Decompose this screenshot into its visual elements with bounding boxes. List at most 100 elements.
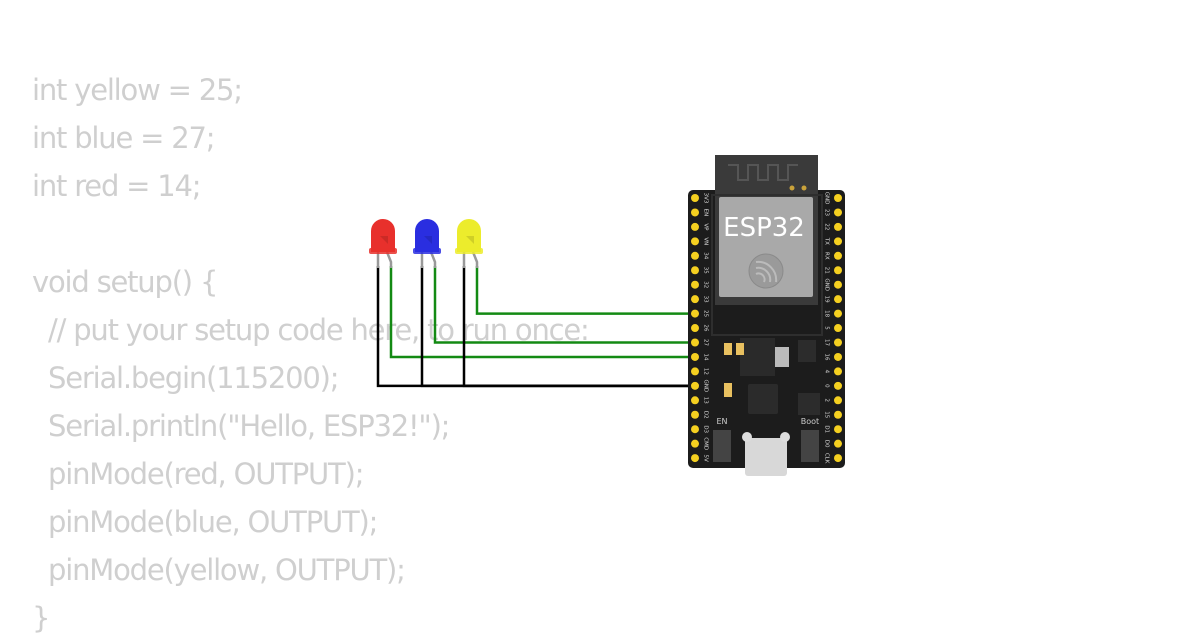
code-line: pinMode(blue, OUTPUT); [32,505,378,539]
pin-GND[interactable] [834,280,842,289]
pin-CMD[interactable] [691,439,699,448]
pin-13[interactable] [691,396,699,405]
pin-label: 18 [824,310,830,317]
pin-label: 3V3 [703,193,709,204]
pin-label: 16 [824,353,830,360]
pin-35[interactable] [691,266,699,275]
pin-TX[interactable] [834,237,842,246]
board-label: ESP32 [723,213,805,243]
pin-RX[interactable] [834,251,842,260]
pin-33[interactable] [691,295,699,304]
pin-label: 2 [824,399,830,403]
pin-label: RX [824,252,830,260]
en-button[interactable] [713,430,731,462]
leds [369,219,483,268]
pin-GND[interactable] [691,381,699,390]
wire-signal [389,266,695,359]
code-line: void setup() { [32,265,218,299]
usb-port [745,438,787,476]
led-red[interactable] [369,219,397,268]
pin-label: 0 [824,384,830,388]
pin-D3[interactable] [691,425,699,434]
pin-19[interactable] [834,295,842,304]
pin-label: 19 [824,296,830,303]
pin-label: 5 [824,326,830,330]
pin-label: EN [703,209,709,217]
wire-gnd [376,266,695,388]
pin-25[interactable] [691,309,699,318]
pin-label: 22 [824,223,830,230]
wires [376,266,695,388]
pin-18[interactable] [834,309,842,318]
pin-label: 4 [824,370,830,374]
pin-label: VN [703,237,709,245]
pin-26[interactable] [691,324,699,333]
pin-label: TX [824,237,830,245]
en-label: EN [716,417,727,426]
pin-VP[interactable] [691,222,699,231]
pin-label: 35 [703,267,709,274]
pin-label: D3 [703,425,709,433]
pin-label: 27 [703,339,709,346]
wire-gnd [462,266,695,388]
pin-17[interactable] [834,338,842,347]
pin-23[interactable] [834,208,842,217]
wire-signal [475,266,695,315]
pin-22[interactable] [834,222,842,231]
pin-label: 26 [703,325,709,332]
code-line: pinMode(red, OUTPUT); [32,457,364,491]
code-line: int red = 14; [32,169,202,203]
pin-EN[interactable] [691,208,699,217]
pin-label: CMD [703,437,709,450]
pin-label: 33 [703,296,709,303]
pin-D2[interactable] [691,410,699,419]
esp32-board[interactable]: ESP32 EN Boot 3V3ENVPVN34353233252627141… [688,155,845,476]
code-line: } [32,601,50,635]
pin-VN[interactable] [691,237,699,246]
code-line: int blue = 27; [32,121,216,155]
pin-label: 25 [703,310,709,317]
pin-2[interactable] [834,396,842,405]
code-line: Serial.println("Hello, ESP32!"); [32,409,450,443]
code-line: int yellow = 25; [32,73,243,107]
pin-D1[interactable] [834,425,842,434]
pin-label: 17 [824,339,830,346]
pin-5V[interactable] [691,454,699,463]
pin-5[interactable] [834,324,842,333]
pin-label: D1 [824,425,830,433]
pin-GND[interactable] [834,194,842,202]
code-line: pinMode(yellow, OUTPUT); [32,553,406,587]
pin-label: 21 [824,267,830,274]
pin-34[interactable] [691,251,699,260]
code-line: Serial.begin(115200); [32,361,339,395]
led-yellow[interactable] [455,219,483,268]
pin-label: GND [703,380,709,393]
pin-3V3[interactable] [691,194,699,202]
pin-label: D0 [824,440,830,448]
espressif-logo-icon [748,253,784,289]
pin-label: 15 [824,411,830,418]
pin-label: VP [703,223,709,231]
code-preview: int yellow = 25; int blue = 27; int red = … [32,66,590,642]
pin-label: 13 [703,397,709,404]
led-blue[interactable] [413,219,441,268]
pin-16[interactable] [834,352,842,361]
pin-label: GND [824,192,830,205]
pin-D0[interactable] [834,439,842,448]
boot-button[interactable] [801,430,819,462]
pin-21[interactable] [834,266,842,275]
pin-15[interactable] [834,410,842,419]
pin-label: 23 [824,209,830,216]
boot-label: Boot [801,417,819,426]
pin-32[interactable] [691,280,699,289]
pin-CLK[interactable] [834,454,842,463]
pin-14[interactable] [691,352,699,361]
pin-4[interactable] [834,367,842,376]
pin-27[interactable] [691,338,699,347]
pin-label: D2 [703,411,709,419]
pin-12[interactable] [691,367,699,376]
pin-0[interactable] [834,381,842,390]
pin-label: CLK [824,453,830,464]
pin-label: 14 [703,353,709,360]
